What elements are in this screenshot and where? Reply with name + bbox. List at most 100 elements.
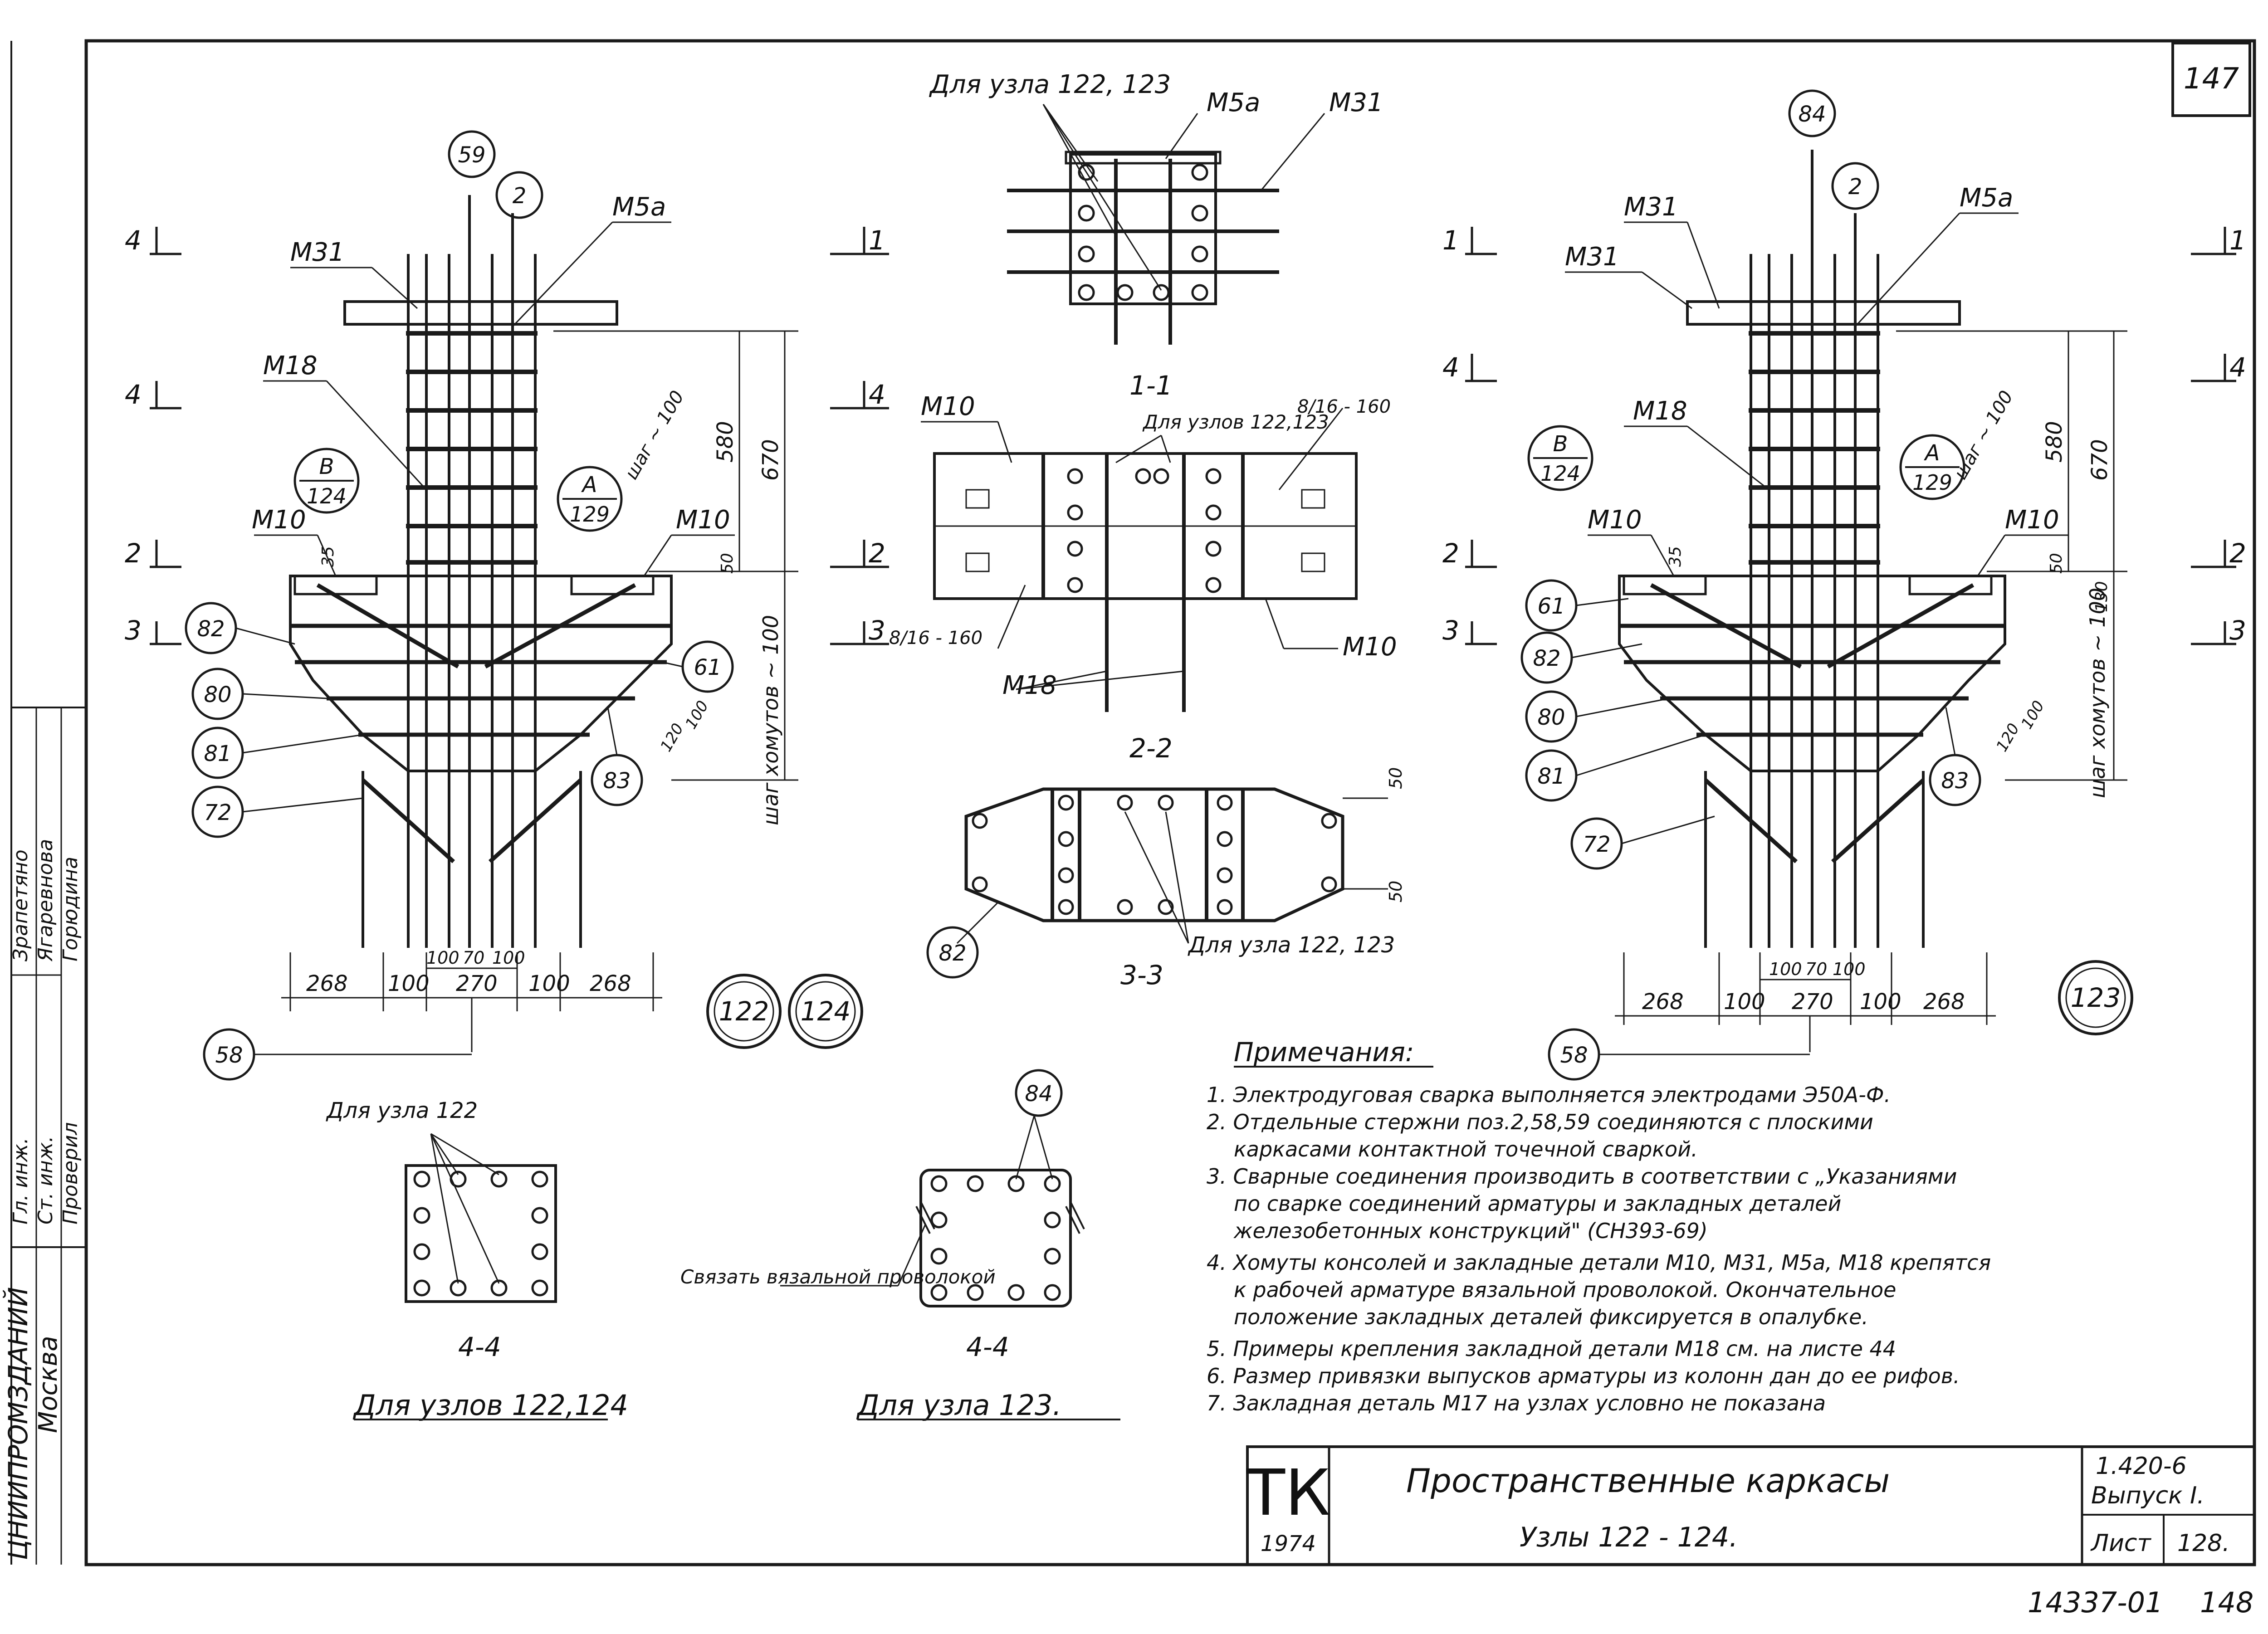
callout-80-left: 80 [191, 668, 244, 720]
callout-72-right: 72 [1570, 817, 1623, 870]
dim-diag-100: 100 [682, 697, 712, 732]
svg-text:83: 83 [1941, 768, 1969, 794]
top-m5a: М5а [1207, 88, 1260, 117]
rdim-100-left: 100 [1724, 989, 1765, 1015]
svg-text:124: 124 [801, 996, 851, 1027]
svg-text:80: 80 [1537, 705, 1565, 730]
sheet-frame: 147 14337-01 148 [84, 39, 2256, 1619]
callout-83-right: 83 [1929, 754, 1981, 806]
side-org: ЦНИИПРОМЗДАНИЙ [2, 1287, 34, 1560]
s11-spacing-top: 8/16 - 160 [1297, 396, 1391, 417]
s11-m18: М18 [1002, 671, 1057, 700]
svg-text:83: 83 [603, 768, 631, 794]
svg-text:2: 2 [513, 183, 527, 209]
note-4b: к рабочей арматуре вязальной проволокой.… [1234, 1278, 1896, 1302]
section-1-1-label: 1-1 [1129, 370, 1173, 401]
svg-text:61: 61 [1537, 594, 1565, 619]
svg-text:72: 72 [1583, 832, 1610, 857]
svg-text:А: А [581, 472, 597, 498]
callout-58-left: 58 [203, 1028, 255, 1081]
stamp-year: 1974 [1261, 1531, 1316, 1556]
callout-2-left: 2 [495, 171, 543, 219]
corner-number: 147 [2184, 62, 2239, 96]
note-3: 3. Сварные соединения производить в соот… [1207, 1164, 1957, 1189]
callout-84-right: 84 [1788, 89, 1836, 137]
top-detail: Для узла 122, 123 М5а М31 [929, 70, 1383, 345]
callout-81-left: 81 [191, 727, 244, 779]
callout-82-left: 82 [185, 602, 237, 654]
side-stamp: ЦНИИПРОМЗДАНИЙ Москва Гл. инж. Ст. инж. … [2, 41, 86, 1565]
rsec-mark-4a: 4 [1442, 352, 1459, 383]
note-2: 2. Отдельные стержни поз.2,58,59 соединя… [1207, 1110, 1873, 1134]
dim-35: 35 [319, 546, 337, 567]
node-tag-a-left: А 129 [557, 466, 623, 532]
sec-mark-4b: 4 [125, 379, 142, 410]
side-name-3: Горюдина [59, 857, 82, 961]
step-long-left: шаг хомутов ~ 100 [758, 615, 783, 825]
rdim-35: 35 [1666, 546, 1685, 567]
side-city: Москва [34, 1336, 63, 1433]
dim-268-left: 268 [306, 971, 348, 996]
bottom-stamp-number: 14337-01 [2028, 1586, 2163, 1619]
rdim-270: 270 [1792, 989, 1833, 1015]
node-circle-122: 122 [706, 974, 782, 1049]
side-role-2: Ст. инж. [34, 1136, 57, 1224]
note-2b: каркасами контактной точечной сваркой. [1234, 1137, 1698, 1161]
dim-inner-100a: 100 [426, 948, 459, 968]
svg-text:58: 58 [1560, 1043, 1588, 1068]
svg-text:124: 124 [307, 484, 347, 508]
rdim-diag-120: 120 [1993, 720, 2023, 755]
svg-text:58: 58 [215, 1043, 243, 1068]
svg-text:84: 84 [1025, 1081, 1052, 1107]
stamp-issue: Выпуск I. [2091, 1482, 2204, 1509]
note-4: 4. Хомуты консолей и закладные детали М1… [1207, 1250, 1991, 1275]
callout-82-right: 82 [1520, 631, 1573, 684]
svg-text:2: 2 [1848, 174, 1862, 200]
side-name-1: Зрапетяно [9, 849, 32, 961]
dim-inner-70: 70 [463, 948, 484, 968]
rdim-100-right: 100 [1860, 989, 1901, 1015]
dim-inner-100b: 100 [492, 948, 525, 968]
section-2-2-label: 2-2 [1129, 733, 1173, 764]
label-m5a-right: М5а [1960, 183, 2013, 213]
callout-61-right: 61 [1525, 579, 1578, 632]
callout-81-right: 81 [1525, 749, 1578, 802]
svg-text:81: 81 [1537, 764, 1565, 789]
bottom-page-number: 148 [2200, 1586, 2253, 1619]
svg-text:82: 82 [1533, 646, 1560, 671]
step-100: шаг ~ 100 [621, 387, 689, 483]
right-node-elevation: 268 100 270 100 268 100 70 100 580 670 5… [1520, 89, 2133, 1081]
s44a-caption: Для узлов 122,124 [352, 1389, 628, 1422]
svg-text:72: 72 [204, 800, 231, 825]
rsec-mark-1a: 1 [1442, 225, 1459, 256]
s44b-label: 4-4 [966, 1332, 1009, 1362]
notes-title: Примечания: [1234, 1037, 1414, 1068]
s11-spacing-bottom: 8/16 - 160 [889, 628, 982, 649]
s22-for-node: Для узла 122, 123 [1188, 932, 1395, 958]
stamp-tk: ТК [1246, 1456, 1330, 1530]
node-tag-b-left: В 124 [293, 448, 360, 514]
label-m31-right-a: М31 [1624, 192, 1678, 222]
right-section-markers [1465, 227, 2236, 645]
dim-100-left: 100 [388, 971, 430, 996]
sec-mark-1b: 1 [869, 225, 885, 256]
title-block: ТК 1974 Пространственные каркасы Узлы 12… [1246, 1445, 2256, 1566]
node-tag-a-right: А 129 [1899, 434, 1965, 500]
rdim-inner-70: 70 [1805, 959, 1827, 979]
section-2-2: 2-2 50 50 Для узла 122, 123 3-3 82 [926, 733, 1406, 990]
callout-84-s44: 84 [1015, 1069, 1063, 1117]
note-6: 6. Размер привязки выпусков арматуры из … [1207, 1364, 1960, 1388]
step-long-right: шаг хомутов ~ 100 [2085, 588, 2110, 798]
callout-61-left: 61 [681, 640, 734, 693]
label-m5a-left: М5а [612, 192, 666, 222]
callout-83-left: 83 [591, 754, 643, 806]
rsec-mark-3a: 3 [1442, 615, 1459, 646]
sec-mark-3a: 3 [125, 615, 142, 646]
dim-270: 270 [456, 971, 498, 996]
section-3-3-label: 3-3 [1120, 960, 1163, 990]
dim-100-right: 100 [528, 971, 570, 996]
s44a-label: 4-4 [458, 1332, 501, 1362]
svg-text:123: 123 [2071, 982, 2121, 1013]
note-7: 7. Закладная деталь М17 на узлах условно… [1207, 1391, 1826, 1415]
dim-50: 50 [718, 553, 737, 574]
